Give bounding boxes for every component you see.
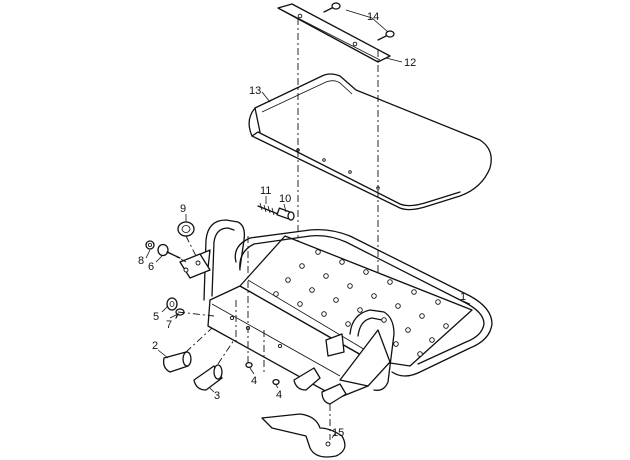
part-5-nut xyxy=(166,297,178,311)
callout-13: 13 xyxy=(249,85,261,97)
part-3-bumper xyxy=(193,364,223,391)
callout-3: 3 xyxy=(214,390,220,402)
part-13-seat-plate xyxy=(248,73,492,211)
callout-2: 2 xyxy=(152,340,158,352)
part-10-spacer xyxy=(276,207,295,221)
callout-5: 5 xyxy=(153,311,159,323)
callout-labels: 14 12 13 11 10 9 8 6 5 7 2 3 4 4 1 15 xyxy=(138,11,466,439)
callout-15: 15 xyxy=(332,427,344,439)
deck-perforations xyxy=(273,249,449,357)
part-14-screws xyxy=(323,2,395,41)
part-11-bolt xyxy=(257,202,279,216)
part-7-bolt xyxy=(175,308,185,319)
callout-6: 6 xyxy=(148,261,154,273)
callout-4-left: 4 xyxy=(251,375,257,387)
callout-8: 8 xyxy=(138,255,144,267)
callout-12: 12 xyxy=(404,57,416,69)
callout-leaders xyxy=(145,9,471,439)
callout-11: 11 xyxy=(260,185,271,197)
callout-10: 10 xyxy=(279,193,291,205)
part-9-knob xyxy=(177,221,195,237)
part-8-nut xyxy=(145,240,155,250)
part-2-bumper xyxy=(162,351,192,373)
callout-4-right: 4 xyxy=(276,389,282,401)
part-6-washer xyxy=(157,243,181,259)
callout-1: 1 xyxy=(460,291,466,303)
assembly-lines-lower xyxy=(167,235,331,440)
part-1-frame xyxy=(191,219,493,399)
callout-14: 14 xyxy=(367,11,379,23)
part-4-screws xyxy=(245,361,280,386)
callout-9: 9 xyxy=(180,203,186,215)
part-15-shield xyxy=(261,413,346,458)
callout-7: 7 xyxy=(166,319,172,331)
bumper-mounted xyxy=(293,367,347,405)
latch-plate-left xyxy=(179,253,211,279)
